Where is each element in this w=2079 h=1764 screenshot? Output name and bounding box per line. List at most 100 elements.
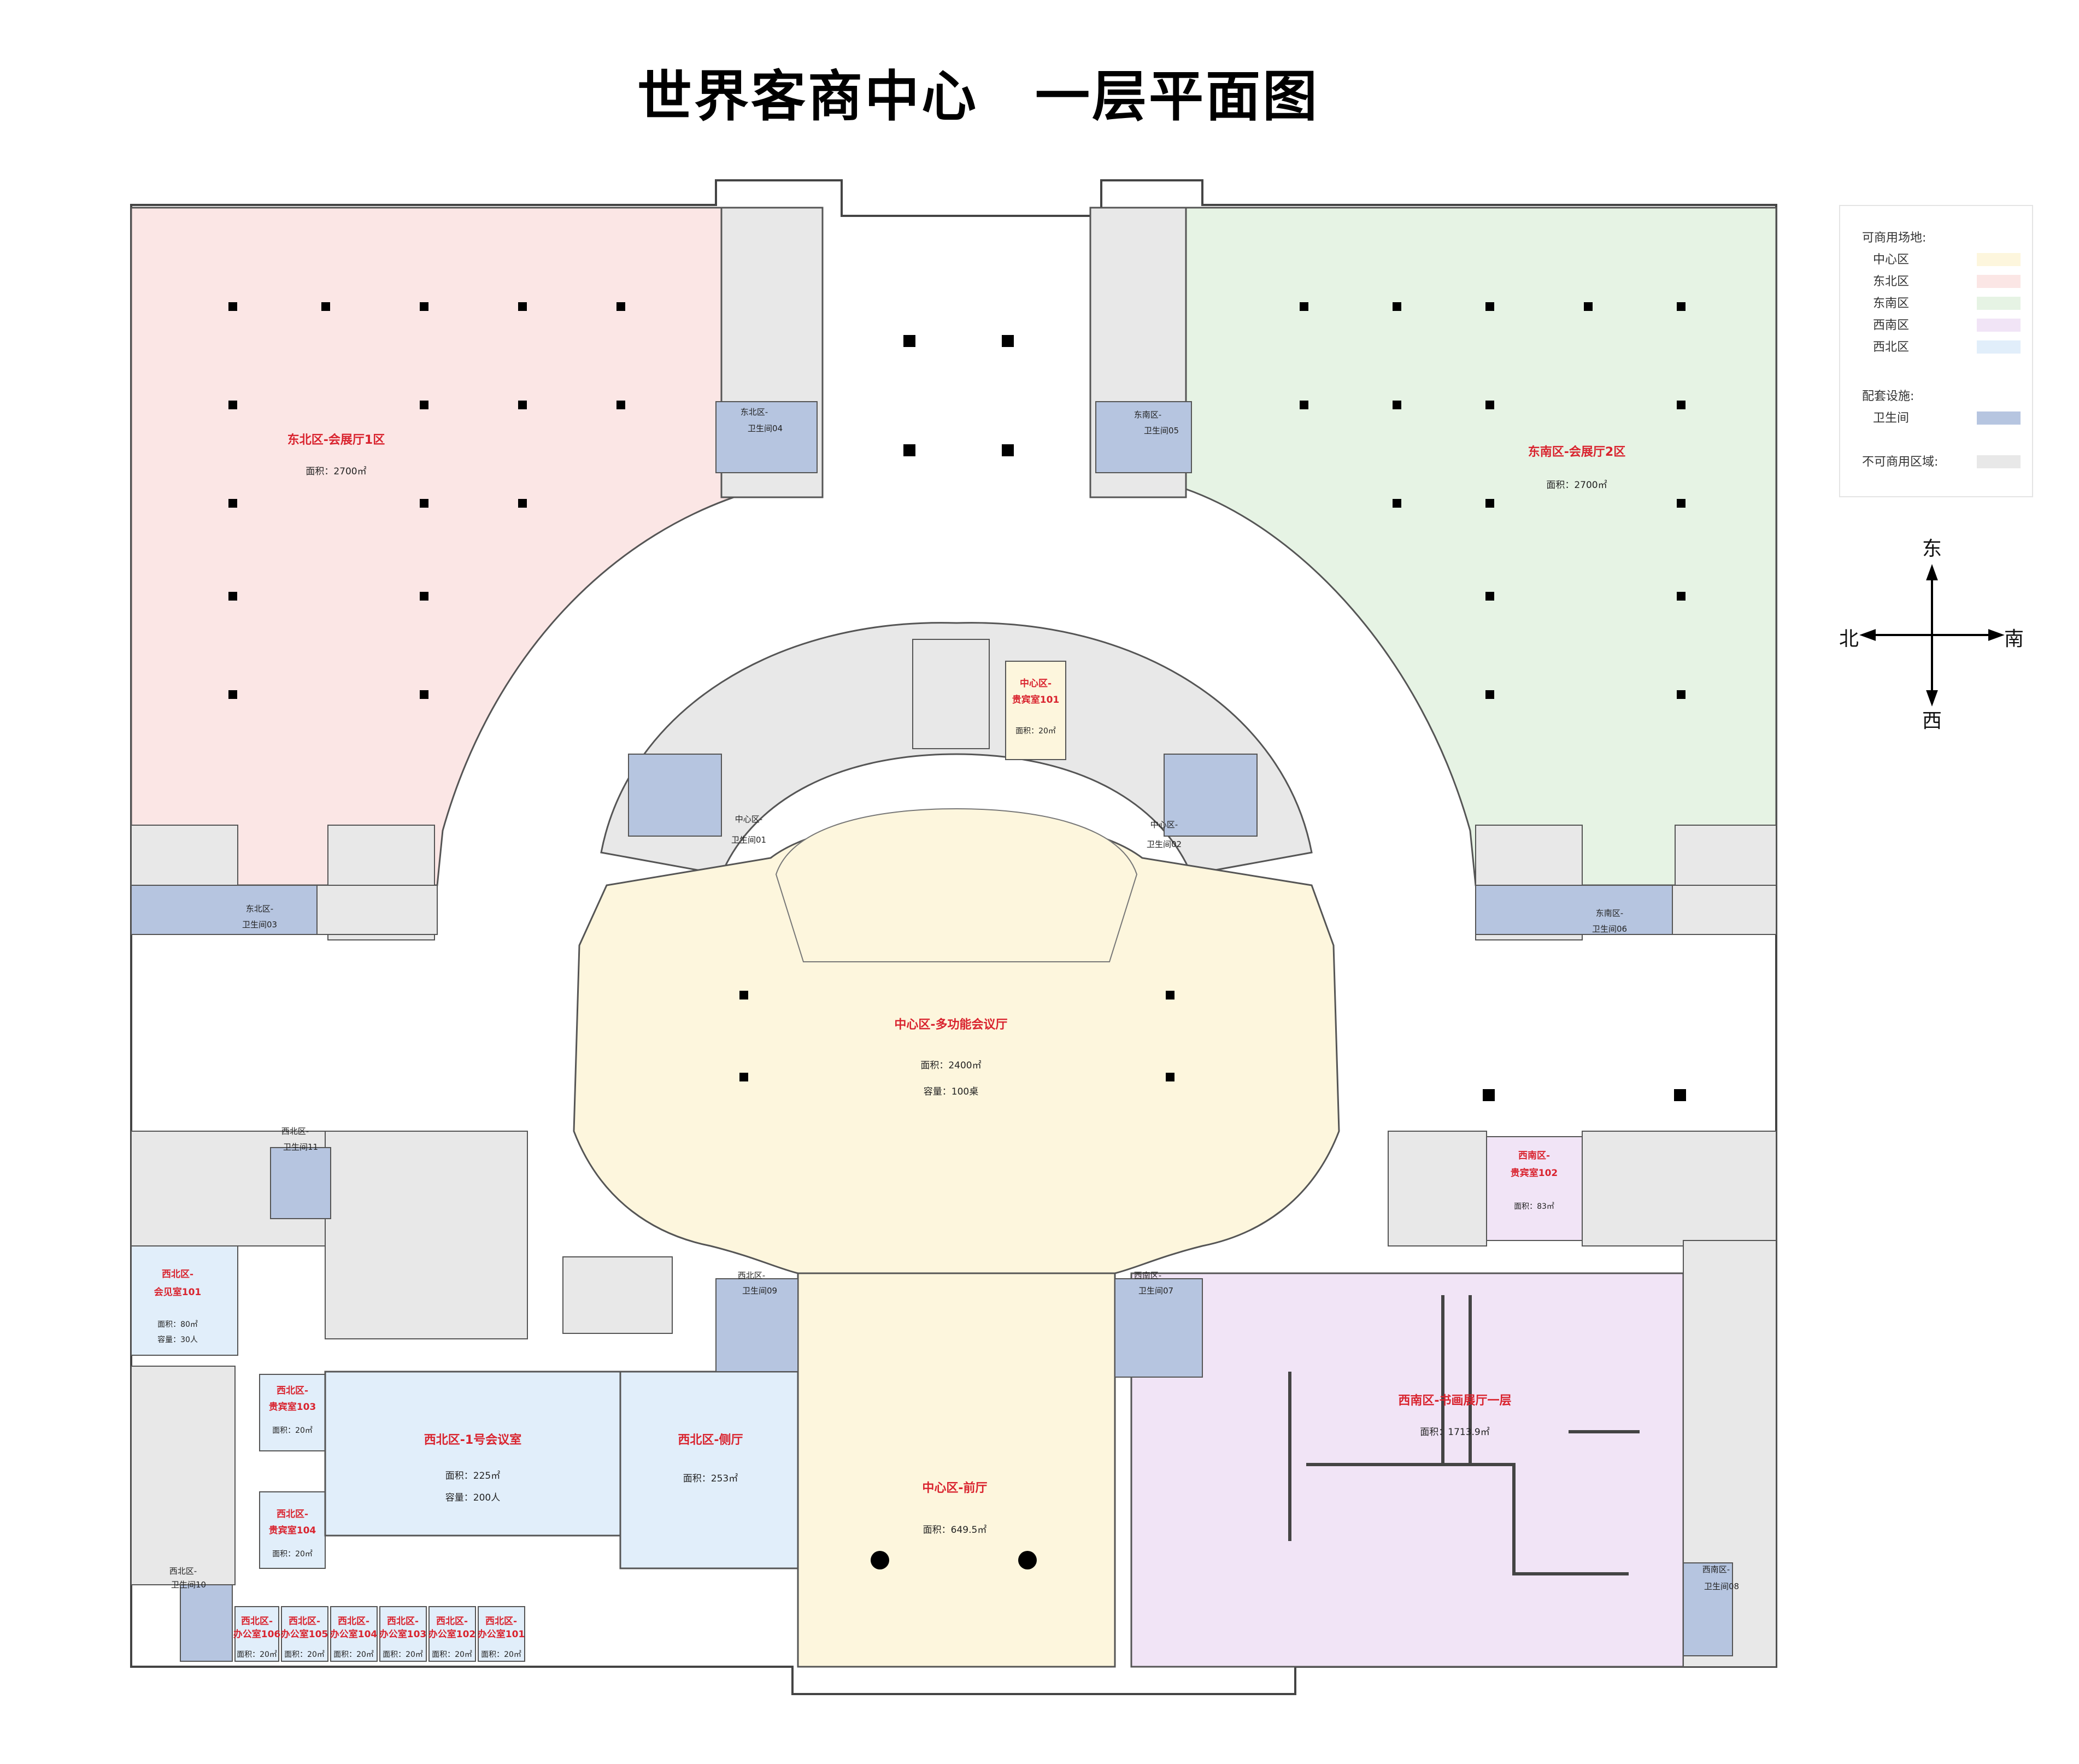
- wc05-l2: 卫生间05: [1144, 426, 1179, 436]
- se-hall-area: 面积：2700㎡: [1546, 480, 1607, 491]
- legend-swatch: [1977, 455, 2021, 468]
- wc04-l2: 卫生间04: [748, 424, 783, 433]
- legend-zone-label: 东北区: [1873, 275, 1910, 289]
- legend-noncommercial: 不可商用区域:: [1862, 452, 2021, 469]
- compass-arrows-icon: [1859, 564, 2005, 707]
- vip-room-102: [1486, 1136, 1583, 1241]
- legend: 可商用场地: 中心区 东北区 东南区 西南区 西北区 配套设施: 卫生间 不可商…: [1839, 205, 2033, 497]
- lobby-area: 面积：649.5㎡: [923, 1525, 987, 1536]
- wc06-l2: 卫生间06: [1592, 924, 1627, 934]
- se-vip102-name-2: 贵宾室102: [1511, 1167, 1558, 1179]
- legend-swatch: [1977, 253, 2021, 266]
- nw-vip104-name-2: 贵宾室104: [269, 1525, 316, 1536]
- restroom-05: [1095, 401, 1192, 473]
- zone-northwest-meeting-room-1[interactable]: [324, 1371, 621, 1537]
- office-103-name-2: 办公室103: [379, 1628, 427, 1640]
- office-102-name-2: 办公室102: [428, 1628, 476, 1640]
- wc03-l2: 卫生间03: [242, 920, 277, 930]
- legend-zone-southwest: 西南区: [1862, 315, 2021, 332]
- legend-zone-label: 东南区: [1873, 297, 1910, 310]
- vip101-area: 面积：20㎡: [1015, 727, 1056, 736]
- nw-side-hall-area: 面积：253㎡: [683, 1473, 738, 1484]
- legend-facility-label: 卫生间: [1873, 411, 1910, 425]
- restroom-07: [1114, 1278, 1203, 1378]
- lobby-column-right: [1018, 1551, 1037, 1569]
- wc05-l1: 东南区-: [1134, 410, 1161, 420]
- restroom-02: [1164, 754, 1258, 837]
- legend-swatch: [1977, 297, 2021, 310]
- office-106-name-1: 西北区-: [241, 1616, 273, 1627]
- zone-northeast-hall[interactable]: [130, 207, 761, 886]
- legend-commercial-heading: 可商用场地:: [1862, 231, 1927, 245]
- office-105-name-2: 办公室105: [281, 1628, 328, 1640]
- wc10-l1: 西北区-: [169, 1566, 197, 1576]
- legend-swatch: [1977, 319, 2021, 332]
- wc09-l1: 西北区-: [738, 1271, 765, 1280]
- office-102-area: 面积：20㎡: [432, 1650, 472, 1659]
- se-hall-name: 东南区-会展厅2区: [1528, 445, 1625, 459]
- zone-lobby[interactable]: [797, 1272, 1116, 1668]
- multi-hall-capacity: 容量：100桌: [924, 1086, 978, 1097]
- nw-vip103-name-2: 贵宾室103: [269, 1401, 316, 1413]
- compass-east-label: 东: [1922, 538, 1942, 560]
- legend-noncommercial-label: 不可商用区域:: [1862, 455, 1939, 469]
- wc01-l2: 卫生间01: [731, 835, 766, 845]
- office-106-name-2: 办公室106: [233, 1628, 281, 1640]
- vip-room-101: [1005, 661, 1066, 760]
- zone-southwest-painting-hall[interactable]: [1130, 1272, 1684, 1668]
- restroom-04: [715, 401, 818, 473]
- painting-hall-area: 面积：1713.9㎡: [1420, 1427, 1489, 1438]
- reception-room-101: [131, 1245, 238, 1356]
- zone-southeast-hall[interactable]: [1185, 207, 1777, 886]
- ne-hall-name: 东北区-会展厅1区: [287, 433, 385, 447]
- nw-vip104-name-1: 西北区-: [277, 1509, 308, 1520]
- wc04-l1: 东北区-: [741, 407, 768, 417]
- legend-swatch: [1977, 275, 2021, 288]
- legend-zone-label: 中心区: [1873, 253, 1910, 267]
- zone-northwest-side-hall[interactable]: [619, 1371, 799, 1569]
- office-104-area: 面积：20㎡: [333, 1650, 374, 1659]
- nw-side-hall-name: 西北区-侧厅: [678, 1433, 743, 1447]
- vip101-name-2: 贵宾室101: [1012, 694, 1060, 705]
- nw-vip103-name-1: 西北区-: [277, 1385, 308, 1396]
- office-101-name-2: 办公室101: [478, 1628, 525, 1640]
- page-title: 世界客商中心 一层平面图: [637, 64, 1319, 128]
- nw-vip104-area: 面积：20㎡: [272, 1550, 313, 1559]
- office-105-area: 面积：20㎡: [284, 1650, 325, 1659]
- legend-zone-northeast: 东北区: [1862, 272, 2021, 289]
- lobby-name: 中心区-前厅: [922, 1481, 987, 1495]
- wc03-l1: 东北区-: [246, 904, 273, 914]
- wc02-l1: 中心区-: [1150, 820, 1178, 830]
- legend-zone-northwest: 西北区: [1862, 337, 2021, 354]
- restroom-03: [131, 885, 318, 935]
- office-102-name-1: 西北区-: [436, 1616, 468, 1627]
- legend-swatch: [1977, 411, 2021, 425]
- nw-reception101-capacity: 容量：30人: [157, 1335, 198, 1344]
- wc11-l1: 西北区-: [281, 1126, 309, 1136]
- nw-reception101-area: 面积：80㎡: [157, 1320, 198, 1329]
- office-row: [234, 1606, 525, 1662]
- compass-south-label: 南: [2004, 628, 2024, 650]
- legend-zone-label: 西北区: [1873, 340, 1910, 354]
- nw-meeting1-name: 西北区-1号会议室: [424, 1433, 521, 1447]
- nw-meeting1-capacity: 容量：200人: [445, 1492, 500, 1503]
- nw-vip103-area: 面积：20㎡: [272, 1426, 313, 1435]
- compass-north-label: 北: [1839, 628, 1859, 650]
- restroom-11: [270, 1147, 331, 1219]
- restroom-06: [1475, 885, 1673, 935]
- compass-west-label: 西: [1922, 710, 1942, 732]
- restroom-10: [180, 1584, 233, 1662]
- legend-zone-center: 中心区: [1862, 250, 2021, 267]
- wc07-l1: 西南区-: [1134, 1271, 1161, 1280]
- restroom-09: [715, 1278, 798, 1372]
- se-vip102-name-1: 西南区-: [1518, 1150, 1550, 1161]
- vip-room-103: [259, 1374, 326, 1451]
- office-105-name-1: 西北区-: [289, 1616, 320, 1627]
- painting-hall-name: 西南区-书画展厅一层: [1398, 1394, 1511, 1408]
- vip-room-104: [259, 1491, 326, 1569]
- wc11-l2: 卫生间11: [283, 1142, 318, 1152]
- legend-facilities-heading: 配套设施:: [1862, 390, 1914, 403]
- office-106-area: 面积：20㎡: [237, 1650, 277, 1659]
- building-outline: [130, 179, 1777, 1695]
